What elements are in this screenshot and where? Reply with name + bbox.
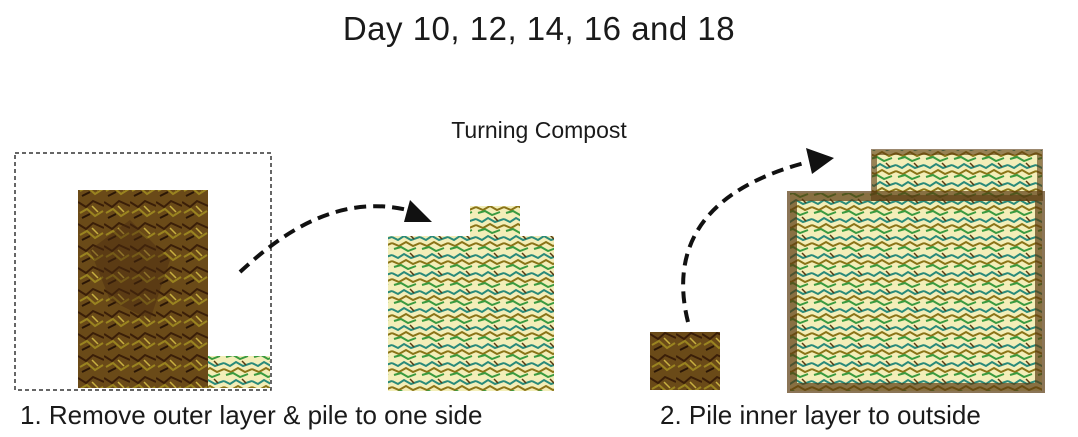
rebuilt-pile: [790, 193, 1042, 391]
arrow-to-outside: [681, 160, 809, 323]
inner-pile: [78, 190, 208, 388]
side-pile: [388, 236, 554, 391]
remnant-pile: [208, 356, 270, 388]
diagram-subtitle: Turning Compost: [451, 117, 627, 143]
diagram-title: Day 10, 12, 14, 16 and 18: [342, 10, 736, 47]
arrow-to-side-pile: [238, 204, 416, 274]
rebuilt-pile-top: [872, 150, 1042, 198]
original-pile-outline: [14, 152, 272, 391]
step-2-caption: 2. Pile inner layer to outside: [660, 400, 981, 430]
step-1-caption: 1. Remove outer layer & pile to one side: [20, 400, 483, 430]
small-inner-pile: [650, 332, 720, 390]
side-pile-top: [470, 206, 520, 238]
